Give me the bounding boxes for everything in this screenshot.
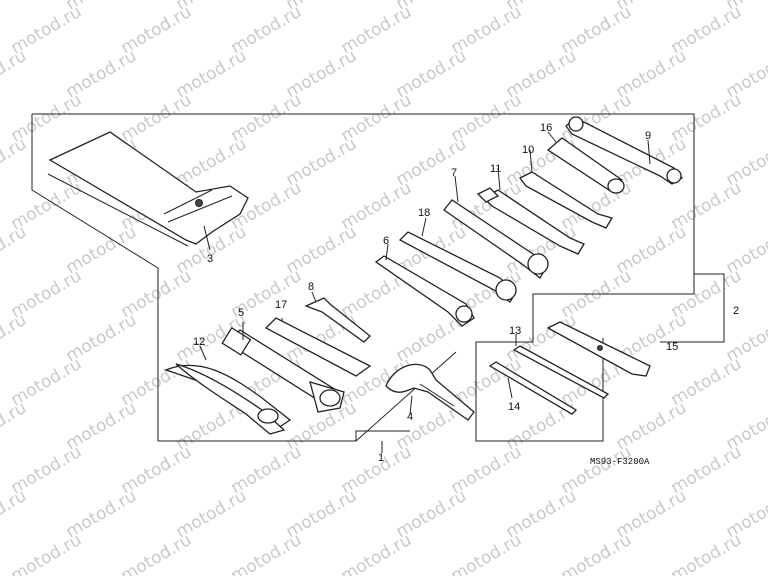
callout-16: 16: [540, 122, 552, 134]
tool-bag: [47, 131, 249, 251]
callout-12: 12: [193, 336, 205, 348]
callout-11: 11: [490, 163, 501, 175]
watermark-text: motod.ru: [0, 222, 30, 278]
callout-7: 7: [451, 167, 457, 179]
callout-1: 1: [378, 452, 384, 464]
screwdriver-handle: [546, 131, 625, 194]
watermark-text: motod.ru: [0, 0, 30, 14]
callout-18: 18: [418, 207, 430, 219]
screwdriver-shaft-13: [512, 334, 610, 399]
callout-5: 5: [238, 307, 244, 319]
watermark-text: motod.ru: [558, 530, 636, 576]
watermark-text: motod.ru: [0, 486, 30, 542]
open-end-wrench-11: [476, 167, 585, 255]
callout-2: 2: [733, 305, 739, 317]
spark-plug-wrench: [221, 322, 345, 413]
box-spanner-7: [443, 175, 549, 279]
open-end-wrench-10: [519, 149, 613, 229]
callout-15: 15: [666, 341, 678, 353]
watermark-text: motod.ru: [0, 310, 30, 366]
hex-key: [304, 291, 371, 343]
callout-9: 9: [645, 130, 651, 142]
frame-lines: [31, 113, 725, 453]
callout-17: 17: [275, 299, 287, 311]
watermark-text: motod.ru: [0, 134, 30, 190]
box-spanner-18: [398, 217, 517, 303]
watermark-text: motod.ru: [118, 530, 196, 576]
watermark-text: motod.ru: [228, 530, 306, 576]
flat-tool: [546, 321, 651, 377]
pliers: [164, 345, 292, 435]
screwdriver-shaft-14: [488, 361, 578, 415]
callout-13: 13: [509, 325, 521, 337]
watermark-text: motod.ru: [338, 530, 416, 576]
callout-14: 14: [508, 401, 520, 413]
handle-bar: [264, 317, 372, 377]
callout-3: 3: [207, 253, 213, 265]
watermark-text: motod.ru: [0, 398, 30, 454]
pin-spanner: [385, 363, 475, 421]
callout-8: 8: [308, 281, 314, 293]
watermark-text: motod.ru: [8, 530, 86, 576]
callout-labels: 1 2 3 4 5 6 7 8 9 10 11 12 13 14 15 16 1…: [193, 122, 739, 467]
callout-6: 6: [383, 235, 389, 247]
double-end-wrench-9: [565, 116, 683, 185]
box-spanner-6: [374, 243, 475, 327]
watermark-text: motod.ru: [0, 46, 30, 102]
callout-10: 10: [522, 144, 534, 156]
callout-4: 4: [407, 411, 413, 423]
watermark-text: motod.ru: [448, 530, 526, 576]
watermark-text: motod.ru: [668, 530, 746, 576]
diagram-code: MS93-F3200A: [590, 457, 650, 467]
